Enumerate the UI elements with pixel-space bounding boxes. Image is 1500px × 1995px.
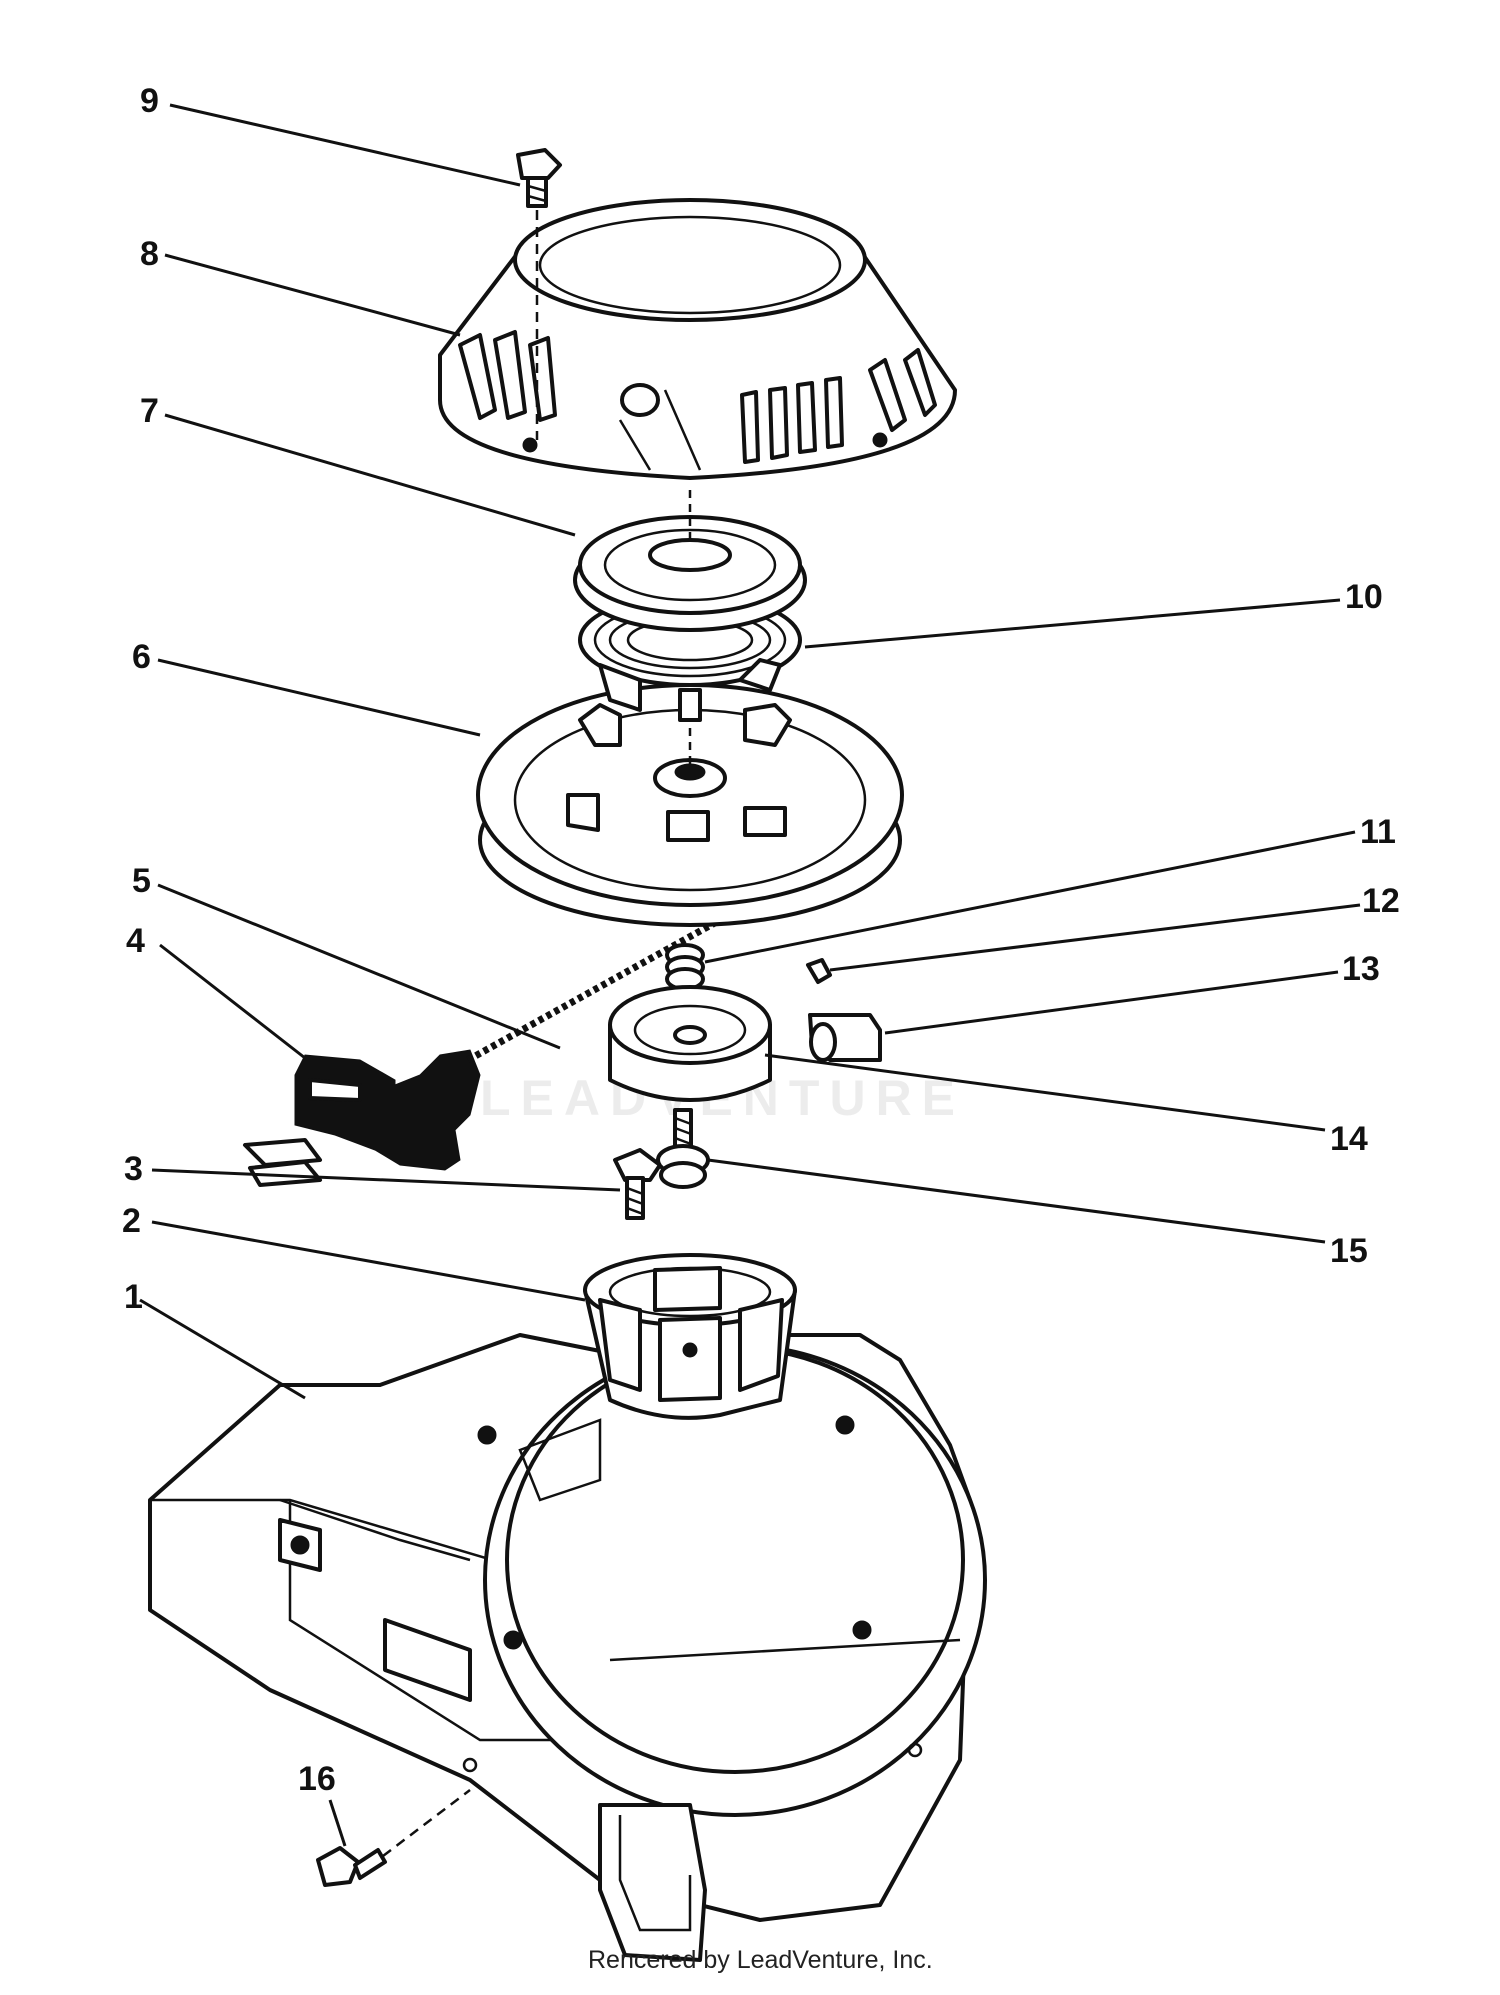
part-14-pawl-housing: [608, 985, 772, 1102]
callout-10: 10: [1345, 578, 1383, 616]
callout-13: 13: [1342, 950, 1380, 988]
callout-numbers: 9 8 7 6 5 4 3 2 1 10 11 12 13 14 15 16: [122, 82, 1400, 1798]
callout-4: 4: [126, 922, 145, 960]
part-16-bolt: [316, 1789, 471, 1887]
callout-14: 14: [1330, 1120, 1368, 1158]
leader-lines: [139, 103, 1361, 1847]
leader-8: [164, 253, 461, 337]
callout-11: 11: [1360, 813, 1396, 851]
leader-16: [328, 1799, 347, 1847]
leader-13: [884, 970, 1339, 1035]
leader-15: [707, 1158, 1326, 1244]
callout-1: 1: [124, 1278, 143, 1316]
callout-2: 2: [122, 1202, 141, 1240]
callout-16: 16: [298, 1760, 336, 1798]
part-2-starter-cup: [583, 1253, 797, 1420]
callout-5: 5: [132, 862, 151, 900]
part-6-pulley: [476, 683, 904, 927]
leader-5: [157, 883, 561, 1050]
callout-6: 6: [132, 638, 151, 676]
part-3-screw: [613, 1148, 662, 1220]
part-8-starter-cover: [438, 198, 957, 480]
leader-2: [151, 1220, 586, 1302]
callout-3: 3: [124, 1150, 143, 1188]
callout-15: 15: [1330, 1232, 1368, 1270]
leader-9: [169, 103, 521, 187]
part-1-blower-housing: [148, 1333, 987, 1962]
leader-1: [139, 1298, 306, 1400]
part-4-handle: [294, 1049, 481, 1171]
leader-11: [704, 830, 1356, 964]
leader-7: [164, 413, 576, 537]
part-13-pawl: [808, 1013, 882, 1062]
leader-4: [159, 943, 306, 1060]
part-12-pawl-spring: [806, 958, 832, 984]
part-5-rope: [466, 916, 722, 1064]
callout-7: 7: [140, 392, 159, 430]
credit-line: Rencered by LeadVenture, Inc.: [588, 1946, 933, 1974]
leader-12: [829, 903, 1361, 972]
part-9-screw: [516, 148, 562, 440]
callout-12: 12: [1362, 882, 1400, 920]
part-3-shims: [243, 1138, 322, 1187]
leader-10: [804, 598, 1341, 649]
leader-14: [764, 1053, 1326, 1132]
callout-9: 9: [140, 82, 159, 120]
leader-3: [151, 1168, 621, 1192]
callout-8: 8: [140, 235, 159, 273]
part-7-retainer-plate: [573, 490, 807, 632]
leader-6: [157, 658, 481, 737]
part-11-spring: [665, 943, 705, 991]
